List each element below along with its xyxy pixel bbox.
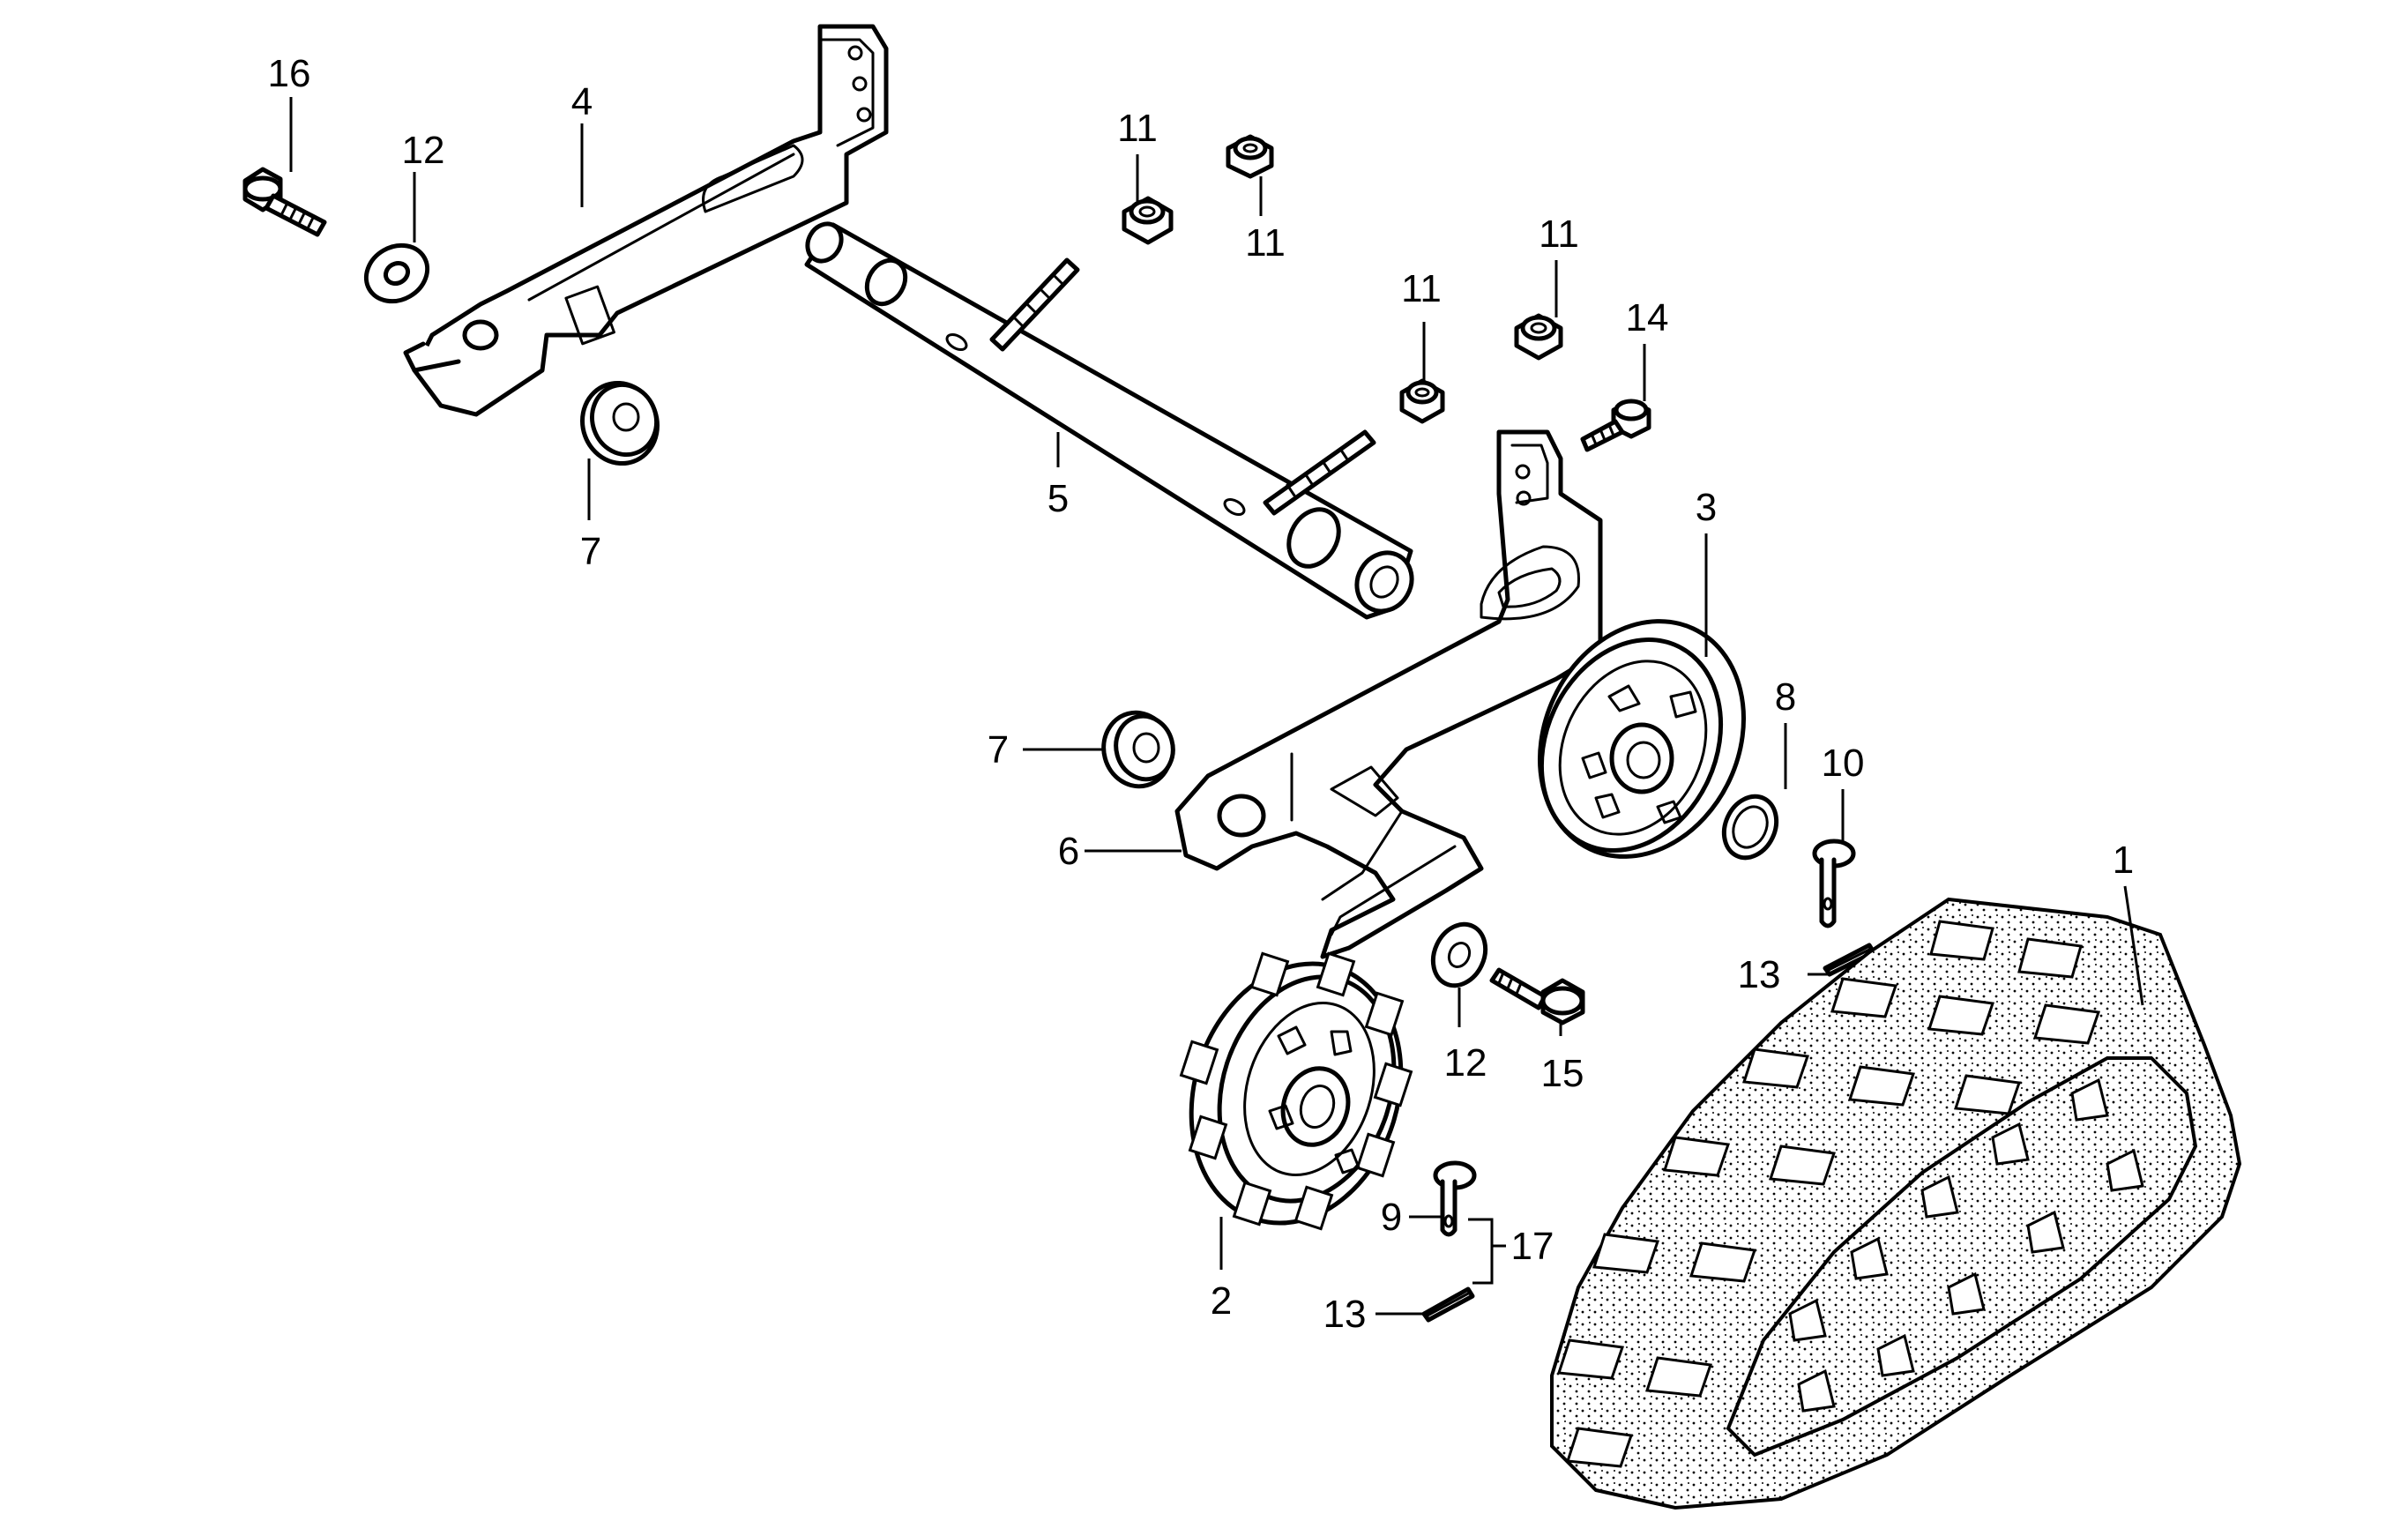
track-drive-lugs <box>1788 1077 2144 1413</box>
callout-2: 2 <box>1211 1279 1232 1323</box>
washer-12-top <box>363 242 430 304</box>
wheel-3 <box>1538 619 1746 859</box>
nut-11-d <box>1514 313 1563 361</box>
callout-11-a: 11 <box>1117 107 1158 150</box>
callout-14: 14 <box>1626 296 1669 339</box>
callout-10: 10 <box>1822 742 1865 785</box>
callout-17: 17 <box>1511 1225 1554 1268</box>
bracket-4 <box>403 24 889 417</box>
callout-6: 6 <box>1058 830 1079 873</box>
callout-1: 1 <box>2113 839 2134 882</box>
stud-upper <box>989 257 1080 352</box>
callout-12-lower: 12 <box>1444 1041 1487 1085</box>
spacer-7-top <box>580 380 660 466</box>
callout-15: 15 <box>1541 1052 1584 1095</box>
bolt-15 <box>1489 967 1585 1025</box>
nut-11-c <box>1399 378 1445 424</box>
track-1 <box>1550 897 2242 1510</box>
shaft-5 <box>804 221 1414 620</box>
callout-5: 5 <box>1047 477 1069 520</box>
bolt-14 <box>1580 399 1651 452</box>
callout-7-lower: 7 <box>988 728 1009 772</box>
callout-9: 9 <box>1381 1196 1402 1239</box>
callouts: 16 12 4 7 11 11 5 11 11 14 3 7 6 8 10 13… <box>268 52 2135 1336</box>
pin-10 <box>1812 839 1856 928</box>
callout-3: 3 <box>1696 486 1717 529</box>
callout-13-upper: 13 <box>1738 953 1781 996</box>
callout-7-top: 7 <box>580 530 601 573</box>
nut-11-b <box>1226 134 1274 179</box>
callout-11-d: 11 <box>1539 212 1579 256</box>
cotter-pin-13-lower <box>1421 1286 1475 1323</box>
callout-13-lower: 13 <box>1323 1293 1367 1336</box>
pin-9 <box>1433 1160 1477 1237</box>
callout-16: 16 <box>268 52 311 95</box>
washer-8 <box>1721 794 1779 861</box>
callout-11-b: 11 <box>1245 221 1286 265</box>
callout-12-top: 12 <box>402 129 445 172</box>
bolt-16 <box>242 167 327 237</box>
nut-11-a <box>1122 196 1174 245</box>
stud-lower <box>1263 429 1376 516</box>
sprocket-2 <box>1179 951 1413 1231</box>
bracket-6 <box>1174 429 1603 959</box>
spacer-7-lower <box>1101 710 1175 789</box>
callout-4: 4 <box>571 80 593 123</box>
washer-12-lower <box>1430 921 1488 988</box>
leader-lines <box>289 97 2144 1316</box>
callout-11-c: 11 <box>1401 267 1442 310</box>
callout-8: 8 <box>1775 675 1796 719</box>
track-cleats <box>1556 920 2101 1468</box>
